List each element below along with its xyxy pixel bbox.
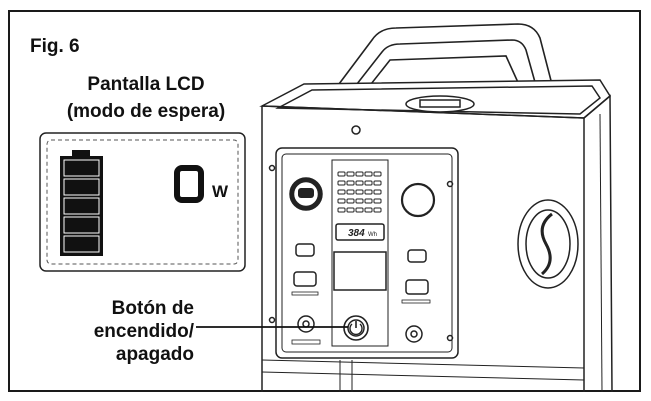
power-button-caption: Botón de encendido/ apagado [94, 297, 194, 366]
car-socket [289, 177, 323, 211]
vent-slot [373, 171, 382, 177]
lcd-caption-line1: Pantalla LCD [87, 74, 205, 95]
vent-slot [355, 180, 364, 186]
vent-slot [337, 207, 346, 213]
usb-a-port-right [405, 279, 429, 295]
vent-slot [373, 198, 382, 204]
vent-slot [364, 180, 373, 186]
vent-slot [364, 207, 373, 213]
power-button-caption-line3: apagado [115, 344, 194, 365]
lcd-caption-line2: (modo de espera) [66, 101, 226, 122]
battery-icon [60, 150, 103, 256]
dc-port-right [405, 325, 423, 343]
vent-slot [364, 189, 373, 195]
power-button-caption-line1: Botón de [111, 298, 194, 319]
side-logo [517, 199, 579, 289]
battery-segment [63, 216, 100, 234]
vent-slot [364, 198, 373, 204]
model-unit: Wh [368, 232, 377, 238]
lcd-value: W [174, 165, 229, 203]
battery-segment [63, 178, 100, 196]
vent-slot [346, 198, 355, 204]
usb-c-port-left [295, 243, 315, 257]
battery-segment [63, 159, 100, 177]
ac-outlet [400, 182, 436, 218]
lcd-unit: W [212, 182, 229, 201]
vent-slot [346, 189, 355, 195]
power-button[interactable] [343, 315, 369, 341]
usb-a-port-left [293, 271, 317, 287]
vent-slot [373, 180, 382, 186]
vent-slot [346, 180, 355, 186]
usb-c-port-right [407, 249, 427, 263]
battery-segment [63, 197, 100, 215]
vent-slot [355, 207, 364, 213]
vent-slot [373, 189, 382, 195]
vent-slot [346, 207, 355, 213]
vent-slot [355, 171, 364, 177]
vent-slot [355, 198, 364, 204]
vent-slot [337, 198, 346, 204]
power-button-caption-line2: encendido/ [93, 321, 194, 342]
figure-label: Fig. 6 [30, 36, 80, 57]
vent-slot [337, 171, 346, 177]
vent-slot [355, 189, 364, 195]
vent-slot [346, 171, 355, 177]
vent-slot [373, 207, 382, 213]
vent-slot [364, 171, 373, 177]
battery-segment [63, 235, 100, 253]
lcd-display: W [39, 132, 246, 272]
vent-slot [337, 189, 346, 195]
vent-slot [337, 180, 346, 186]
dc-port-left [297, 315, 315, 333]
device-body: 384 Wh [259, 79, 613, 393]
model-text: 384 [348, 228, 365, 239]
carry-handle [329, 23, 557, 101]
